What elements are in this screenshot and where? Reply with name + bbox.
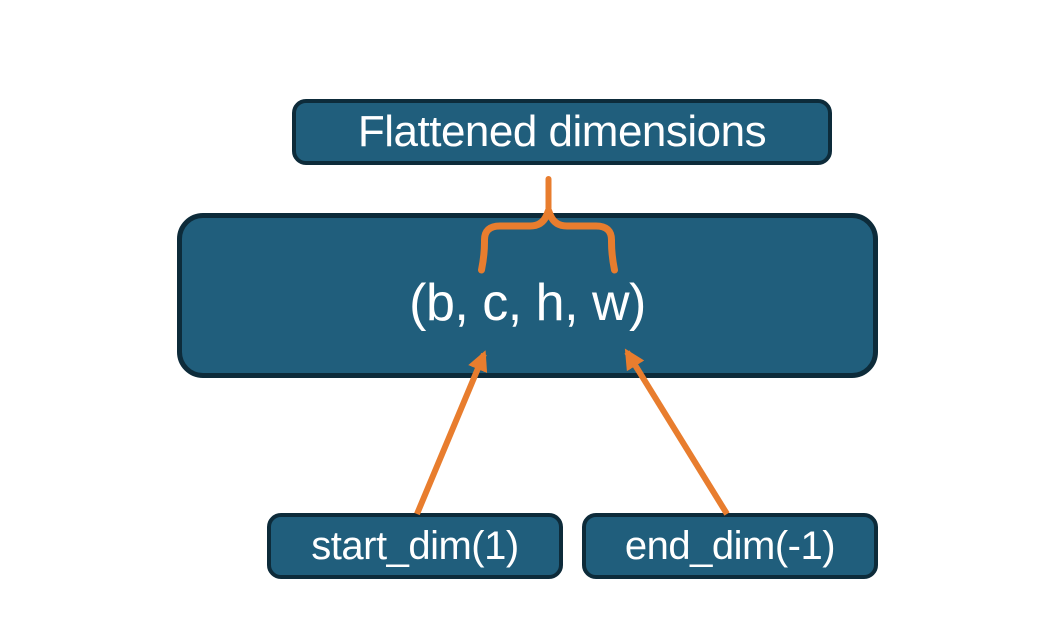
flattened-dimensions-box: Flattened dimensions bbox=[292, 99, 832, 165]
tensor-shape-box: (b, c, h, w) bbox=[177, 213, 878, 378]
start-dim-arrow bbox=[414, 350, 488, 516]
start-dim-box: start_dim(1) bbox=[267, 513, 563, 579]
flattened-dimensions-label: Flattened dimensions bbox=[357, 107, 767, 156]
tensor-shape-label: (b, c, h, w) bbox=[409, 273, 646, 332]
end-dim-box: end_dim(-1) bbox=[582, 513, 878, 579]
end-dim-label: end_dim(-1) bbox=[624, 523, 836, 568]
start-dim-label: start_dim(1) bbox=[311, 523, 519, 568]
